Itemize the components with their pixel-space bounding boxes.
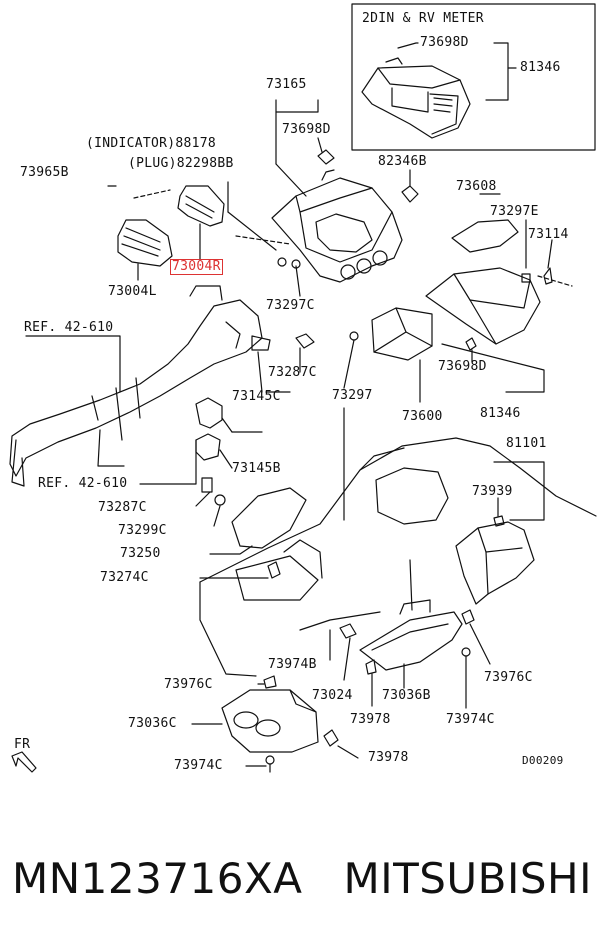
label-73114: 73114	[528, 227, 569, 242]
label-73250: 73250	[120, 546, 161, 561]
label-73287C-upper: 73287C	[268, 365, 317, 380]
inset-meter-housing	[361, 57, 471, 139]
label-drawing-code: D00209	[522, 754, 564, 767]
side-vent-right	[177, 185, 225, 227]
label-73608: 73608	[456, 179, 497, 194]
label-ref-42-610-upper: REF. 42-610	[24, 320, 114, 335]
label-73698D-top: 73698D	[282, 122, 331, 137]
label-73939: 73939	[472, 484, 513, 499]
label-73297E: 73297E	[490, 204, 539, 219]
parts-diagram: 2DIN & RV METER 73698D 81346 73165 73698…	[9, 3, 597, 773]
label-73024: 73024	[312, 688, 353, 703]
cross-member-frame	[9, 285, 271, 487]
label-81346-mid: 81346	[480, 406, 521, 421]
inset-box	[351, 3, 596, 151]
label-73698D-inset: 73698D	[420, 35, 469, 50]
label-73978-upper: 73978	[350, 712, 391, 727]
label-82346B: 82346B	[378, 154, 427, 169]
label-fr: FR	[14, 737, 31, 752]
label-73965B: 73965B	[20, 165, 69, 180]
meter-visor-81346	[425, 267, 541, 345]
label-73974C-left: 73974C	[174, 758, 223, 773]
label-73004R-highlighted[interactable]: 73004R	[170, 259, 223, 275]
label-81101: 81101	[506, 436, 547, 451]
label-73976C-right: 73976C	[484, 670, 533, 685]
label-73274C: 73274C	[100, 570, 149, 585]
front-direction-arrow	[11, 751, 37, 773]
exploded-view-drawing	[9, 3, 597, 773]
meter-hood-73608	[451, 219, 519, 253]
label-73976C-left: 73976C	[164, 677, 213, 692]
label-ref-42-610-lower: REF. 42-610	[38, 476, 128, 491]
panel-73600	[371, 307, 433, 361]
label-73297: 73297	[332, 388, 373, 403]
label-73600: 73600	[402, 409, 443, 424]
part-82346B	[401, 185, 419, 203]
label-81346-inset: 81346	[520, 60, 561, 75]
label-73004L: 73004L	[108, 284, 157, 299]
side-vent-left	[117, 219, 173, 267]
label-73145B: 73145B	[232, 461, 281, 476]
brand-name: MITSUBISHI	[343, 853, 592, 903]
side-panel-81101	[455, 521, 535, 605]
part-number: MN123716XA	[12, 853, 303, 903]
inset-title: 2DIN & RV METER	[362, 11, 484, 26]
label-73698D-mid: 73698D	[438, 359, 487, 374]
lower-console-73036C	[221, 689, 319, 753]
glovebox-lid-73250	[231, 487, 307, 549]
label-73165: 73165	[266, 77, 307, 92]
label-73297C: 73297C	[266, 298, 315, 313]
label-73036B: 73036B	[382, 688, 431, 703]
cluster-hood	[271, 169, 403, 283]
caption: MN123716XA MITSUBISHI	[12, 848, 592, 908]
label-82298BB: (PLUG)82298BB	[128, 156, 234, 171]
label-73287C-lower: 73287C	[98, 500, 147, 515]
lower-bracket-73036B	[359, 599, 463, 671]
label-73145C: 73145C	[232, 389, 281, 404]
label-73036C: 73036C	[128, 716, 177, 731]
label-73978-lower: 73978	[368, 750, 409, 765]
label-73299C: 73299C	[118, 523, 167, 538]
label-73974B: 73974B	[268, 657, 317, 672]
dashboard-main-panel	[199, 437, 597, 677]
label-88178: (INDICATOR)88178	[86, 136, 217, 151]
label-73974C-right: 73974C	[446, 712, 495, 727]
